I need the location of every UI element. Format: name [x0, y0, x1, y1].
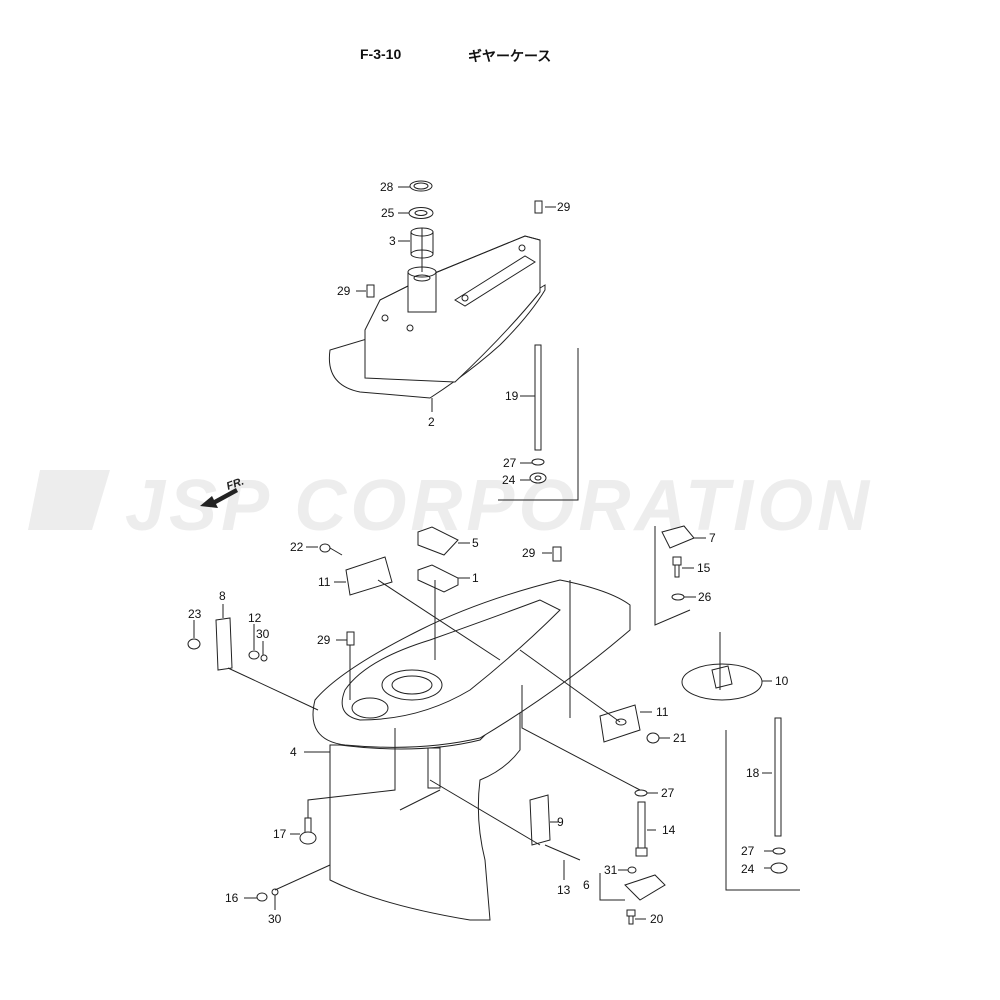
callout-3: 3	[389, 234, 396, 248]
callout-27-b: 27	[661, 786, 675, 800]
part-12-nut	[248, 650, 260, 660]
callout-30-a: 30	[256, 627, 270, 641]
callout-18: 18	[746, 766, 760, 780]
callout-12: 12	[248, 611, 262, 625]
part-10-trim-tab	[681, 663, 763, 701]
callout-17: 17	[273, 827, 287, 841]
diagram-title: ギヤーケース	[468, 48, 552, 64]
arrow-icon	[200, 488, 238, 508]
callout-13: 13	[557, 883, 571, 897]
callout-10: 10	[775, 674, 789, 688]
part-24-nut-b	[770, 862, 788, 874]
part-8-anode-plate	[215, 617, 233, 671]
part-22-bolt	[319, 543, 343, 556]
callout-labels: 28 25 3 29 29 2 19 27 24 22 5 1 11 29 7 …	[188, 180, 789, 926]
callout-11-a: 11	[318, 575, 331, 589]
part-2-upper-housing	[328, 235, 546, 399]
part-17-bolt	[299, 817, 317, 845]
part-19-stud	[534, 344, 542, 451]
part-31-washer	[627, 866, 637, 874]
callout-27-a: 27	[503, 456, 517, 470]
part-30-washer-a	[260, 654, 268, 662]
part-14-bolt	[635, 801, 648, 857]
part-6-anode-block	[624, 874, 666, 901]
direction-label: FR.	[225, 475, 246, 492]
callout-29-d: 29	[317, 633, 331, 647]
part-29-dowel-pin-c	[552, 546, 562, 562]
callout-29-c: 29	[522, 546, 536, 560]
part-27-washer-c	[772, 847, 786, 855]
callout-5: 5	[472, 536, 479, 550]
watermark: JSP CORPORATION	[28, 466, 873, 546]
part-13-screw	[544, 844, 581, 861]
watermark-text: JSP CORPORATION	[125, 466, 873, 546]
part-26-washer	[671, 593, 685, 601]
callout-6: 6	[583, 878, 590, 892]
part-27-washer-b	[634, 789, 648, 797]
callout-8: 8	[219, 589, 226, 603]
part-29-dowel-pin-b	[366, 284, 375, 298]
part-29-dowel-pin-a	[534, 200, 543, 214]
callout-7: 7	[709, 531, 716, 545]
callout-15: 15	[697, 561, 711, 575]
part-23-nut	[187, 638, 201, 650]
callout-11-b: 11	[656, 705, 669, 719]
part-11-block-a	[345, 556, 393, 596]
callout-31: 31	[604, 863, 618, 877]
callout-30-b: 30	[268, 912, 282, 926]
callout-16: 16	[225, 891, 239, 905]
part-9-anode	[529, 794, 551, 846]
part-11-block-b	[599, 704, 641, 743]
part-27-washer-a	[531, 458, 545, 466]
watermark-logo	[28, 470, 110, 530]
callout-14: 14	[662, 823, 676, 837]
callout-22: 22	[290, 540, 304, 554]
part-18-stud	[774, 717, 782, 837]
diagram-code: F-3-10	[360, 46, 402, 62]
part-16-nut	[256, 892, 268, 902]
part-5-block	[417, 526, 459, 556]
part-15-bolt	[672, 556, 682, 578]
part-28-circlip	[409, 180, 433, 192]
callout-23: 23	[188, 607, 202, 621]
callout-27-c: 27	[741, 844, 755, 858]
callout-20: 20	[650, 912, 664, 926]
front-direction-arrow: FR.	[200, 475, 246, 508]
callout-4: 4	[290, 745, 297, 759]
part-29-dowel-pin-d	[346, 631, 355, 646]
callout-21: 21	[673, 731, 687, 745]
part-21-nut	[646, 732, 660, 744]
callout-26: 26	[698, 590, 712, 604]
callout-19: 19	[505, 389, 519, 403]
callout-2: 2	[428, 415, 435, 429]
part-25-washer	[408, 207, 434, 219]
callout-1: 1	[472, 571, 479, 585]
callout-25: 25	[381, 206, 395, 220]
callout-24-a: 24	[502, 473, 516, 487]
part-1-seal	[417, 564, 459, 593]
part-20-bolt	[626, 909, 636, 925]
part-4-gear-case	[312, 579, 631, 921]
part-24-nut-a	[529, 472, 547, 484]
leader-lines	[193, 186, 800, 920]
callout-28: 28	[380, 180, 394, 194]
callout-29-b: 29	[337, 284, 351, 298]
callout-24-b: 24	[741, 862, 755, 876]
callout-29-a: 29	[557, 200, 571, 214]
callout-9: 9	[557, 815, 564, 829]
